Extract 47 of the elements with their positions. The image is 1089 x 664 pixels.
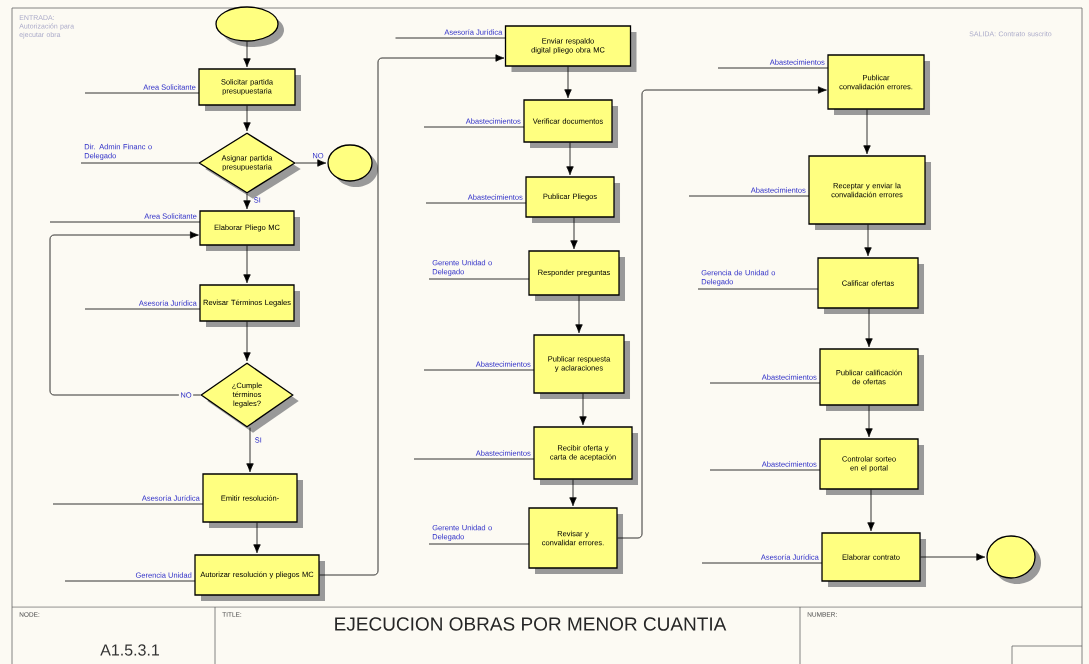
role-line xyxy=(49,221,201,223)
note-text: A1.5.3.1 xyxy=(100,644,159,656)
role-line xyxy=(701,562,823,564)
role-line xyxy=(64,580,196,582)
role-line xyxy=(84,92,200,94)
arrow xyxy=(579,393,587,426)
role-line xyxy=(717,67,829,69)
arrow xyxy=(920,553,986,561)
arrow xyxy=(49,231,201,396)
arrow xyxy=(243,105,251,132)
role-line xyxy=(80,162,199,164)
arrow xyxy=(566,142,574,176)
arrow xyxy=(243,193,251,210)
role-line xyxy=(428,278,530,280)
role-line xyxy=(709,382,821,384)
role-line xyxy=(84,308,201,310)
arrow xyxy=(253,522,261,554)
arrow xyxy=(863,109,871,155)
arrow xyxy=(295,159,327,167)
arrow xyxy=(564,66,572,99)
terminator-oval xyxy=(327,144,378,187)
role-line xyxy=(688,195,810,197)
arrow xyxy=(319,54,505,576)
role-line xyxy=(423,126,525,128)
arrow xyxy=(243,321,251,362)
role-line xyxy=(52,503,204,505)
arrow xyxy=(575,295,583,334)
role-line xyxy=(423,369,535,371)
diagram-title: EJECUCION OBRAS POR MENOR CUANTIA xyxy=(335,617,727,631)
role-line xyxy=(395,37,506,39)
arrow xyxy=(243,245,251,284)
terminator-oval xyxy=(986,535,1041,584)
role-line xyxy=(425,202,527,204)
role-line xyxy=(709,469,821,471)
arrow xyxy=(867,489,875,532)
role-line xyxy=(428,543,530,545)
role-line xyxy=(697,288,819,290)
arrow xyxy=(865,405,873,438)
arrow xyxy=(243,41,251,68)
arrow xyxy=(570,217,578,250)
arrow xyxy=(865,308,873,348)
role-line xyxy=(413,458,535,460)
terminator-oval xyxy=(215,6,284,47)
arrow xyxy=(569,479,577,507)
arrow xyxy=(617,86,827,539)
arrow xyxy=(246,427,254,473)
arrow xyxy=(864,224,872,257)
